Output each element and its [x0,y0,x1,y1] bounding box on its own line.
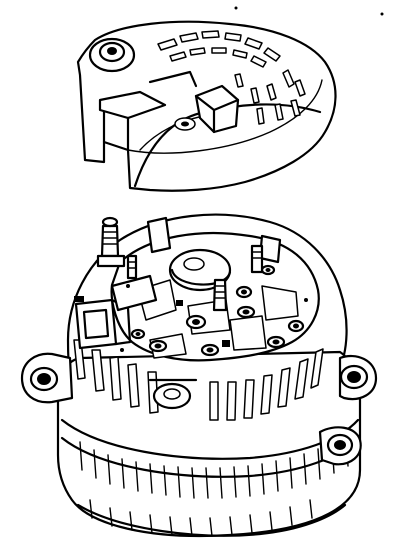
terminal-stud [96,216,264,312]
rear-case-slots [73,339,324,421]
mounting-ear [20,352,378,466]
cover-vent-slots [157,30,306,125]
rear-cover [76,20,337,192]
detail-dots [120,6,384,352]
connector-plug [74,274,158,350]
